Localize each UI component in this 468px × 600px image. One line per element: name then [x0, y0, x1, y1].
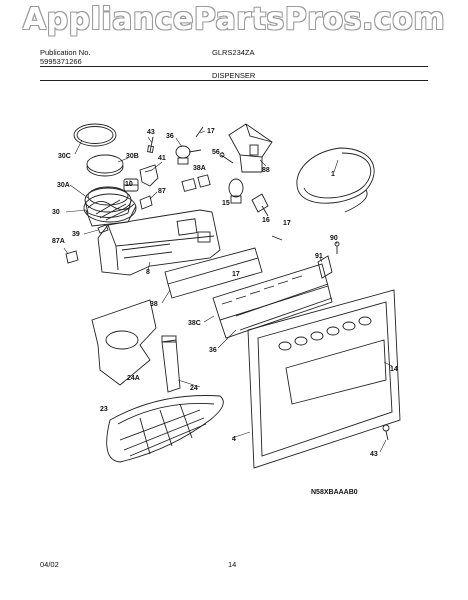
model-number: GLRS234ZA — [212, 48, 255, 57]
footer-date: 04/02 — [40, 560, 59, 569]
callout-30a: 30A — [57, 182, 70, 189]
callout-8: 8 — [146, 269, 150, 276]
callout-36: 36 — [209, 347, 217, 354]
callout-38c: 38C — [188, 320, 201, 327]
part-39-fastener — [97, 224, 109, 234]
callout-30: 30 — [52, 209, 60, 216]
part-30a-housing — [84, 186, 132, 218]
part-4-front-panel — [247, 289, 401, 469]
part-10-motor — [123, 178, 139, 192]
callout-38a: 38A — [193, 165, 206, 172]
publication-label: Publication No. — [40, 48, 91, 57]
part-8-dispenser-housing — [97, 209, 221, 276]
part-30c-seal-ring — [73, 123, 117, 147]
part-43-screw — [146, 136, 154, 153]
callout-24a: 24A — [127, 375, 140, 382]
part-36-switch-row — [235, 283, 333, 331]
part-87-clip — [139, 195, 153, 210]
part-16-lamp-socket — [251, 193, 269, 217]
callout-16: 16 — [262, 217, 270, 224]
callout-4: 4 — [232, 436, 236, 443]
callout-91: 91 — [315, 253, 323, 260]
part-14-display-lens — [285, 339, 387, 405]
part-17-screw — [271, 235, 283, 241]
callout-30c: 30C — [58, 153, 71, 160]
part-91-clip — [317, 255, 333, 279]
callout-15: 15 — [222, 200, 230, 207]
callout-43: 43 — [147, 129, 155, 136]
part-24a-chute — [91, 299, 157, 386]
part-88-solenoid — [228, 123, 273, 173]
part-control-board — [164, 247, 263, 299]
section-rule — [40, 80, 428, 81]
header-rule — [40, 66, 428, 67]
callout-87: 87 — [158, 188, 166, 195]
callout-30b: 30B — [126, 153, 139, 160]
part-36-switch — [175, 145, 202, 165]
callout-24: 24 — [190, 385, 198, 392]
diagram-code: N58XBAAAB0 — [311, 489, 358, 496]
part-41-bracket — [139, 164, 159, 187]
callout-43: 43 — [370, 451, 378, 458]
part-38c-switch-panel — [212, 263, 333, 339]
callout-10: 10 — [125, 181, 133, 188]
footer-page-number: 14 — [228, 560, 237, 569]
callout-36: 36 — [166, 133, 174, 140]
part-30-auger-assembly — [83, 193, 137, 227]
callout-39: 39 — [72, 231, 80, 238]
callout-23: 23 — [100, 406, 108, 413]
part-24-paddle — [161, 335, 181, 393]
callout-38: 38 — [150, 301, 158, 308]
callout-87a: 87A — [52, 238, 65, 245]
callout-88: 88 — [262, 167, 270, 174]
part-17-screw — [195, 126, 204, 138]
part-30b-disk — [86, 154, 124, 177]
part-15-lamp — [228, 178, 244, 204]
section-title: DISPENSER — [212, 71, 256, 80]
callout-90: 90 — [330, 235, 338, 242]
part-56-screw — [219, 152, 234, 164]
callout-17: 17 — [207, 128, 215, 135]
part-87a-clip — [65, 250, 79, 264]
callout-14: 14 — [390, 366, 398, 373]
part-43-screw — [382, 424, 390, 441]
callout-56: 56 — [212, 149, 220, 156]
part-90-fastener — [334, 241, 340, 254]
callout-41: 41 — [158, 155, 166, 162]
callout-1: 1 — [331, 171, 335, 178]
part-1-water-tube — [296, 147, 375, 213]
callout-17: 17 — [232, 271, 240, 278]
watermark: AppliancePartsPros.com — [22, 2, 446, 37]
callout-17: 17 — [283, 220, 291, 227]
part-38a-actuator — [181, 174, 211, 192]
part-23-drip-tray — [106, 395, 224, 463]
publication-number: 5995371266 — [40, 57, 82, 66]
